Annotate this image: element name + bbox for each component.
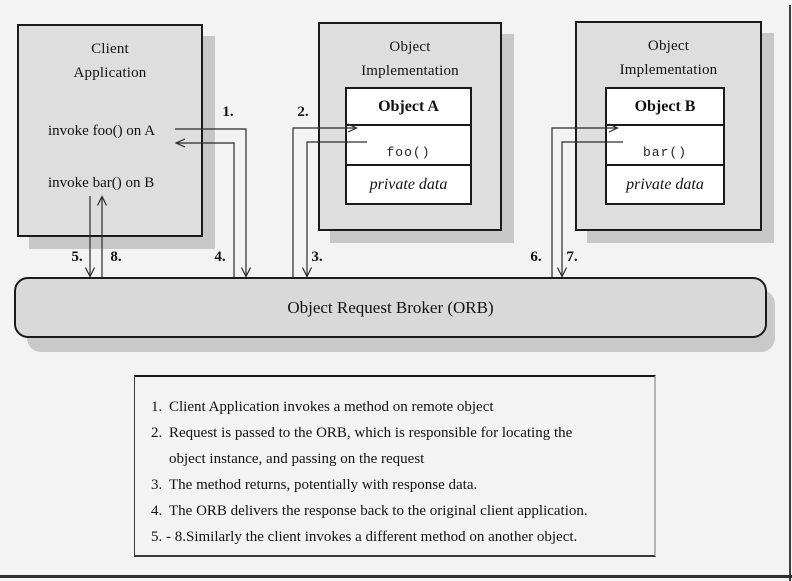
object-b-title-line2: Implementation (619, 62, 718, 78)
client-title-line2: Application (73, 65, 147, 81)
legend-row-number: 3. (151, 477, 163, 493)
step-label-8: 8. (110, 249, 122, 265)
legend-row: 1. Client Application invokes a method on… (151, 394, 644, 420)
legend-row-text: Similarly the client invokes a different… (186, 529, 578, 545)
client-application-box: Client Application (17, 24, 203, 237)
object-b-name: Object B (607, 89, 723, 126)
legend-row: 4. The ORB delivers the response back to … (151, 498, 644, 524)
object-a-title-line1: Object (389, 39, 431, 55)
legend-row-number: 1. (151, 399, 163, 415)
object-b-method-bar: bar() (607, 126, 723, 166)
orb-label: Object Request Broker (ORB) (287, 297, 494, 317)
legend-row: 3. The method returns, potentially with r… (151, 472, 644, 498)
step-label-2: 2. (297, 104, 309, 120)
object-b-inner-box: Object B bar() private data (605, 87, 725, 205)
invoke-bar-label: invoke bar() on B (48, 175, 155, 191)
step-label-7: 7. (566, 249, 578, 265)
legend-row-text: Request is passed to the ORB, which is r… (169, 425, 573, 441)
object-a-title-line2: Implementation (361, 63, 459, 79)
object-a-name: Object A (347, 89, 470, 126)
object-b-private-data: private data (626, 175, 704, 193)
legend-row-text: object instance, and passing on the requ… (169, 451, 425, 467)
orb-bar: Object Request Broker (ORB) (14, 277, 767, 338)
legend-row: 2. Request is passed to the ORB, which is… (151, 420, 644, 446)
legend-box: 1. Client Application invokes a method on… (134, 375, 656, 557)
legend-row: object instance, and passing on the requ… (151, 446, 644, 472)
object-a-method-foo: foo() (347, 126, 470, 166)
client-title-line1: Client (91, 41, 129, 57)
object-b-box-title: Object Implementation (577, 23, 760, 82)
step-label-6: 6. (530, 249, 542, 265)
object-a-inner-box: Object A foo() private data (345, 87, 472, 205)
legend-row-text: The method returns, potentially with res… (169, 477, 478, 493)
page-bottom-rule (0, 575, 792, 578)
client-box-title: Client Application (19, 26, 201, 85)
legend-row-number: 5. - 8. (151, 529, 186, 545)
object-a-private-data: private data (369, 175, 448, 193)
step-label-4: 4. (214, 249, 226, 265)
step-label-3: 3. (311, 249, 323, 265)
object-a-box-title: Object Implementation (320, 24, 500, 83)
legend-row-number: 4. (151, 503, 163, 519)
legend-row-text: Client Application invokes a method on r… (169, 399, 494, 415)
legend-row-text: The ORB delivers the response back to th… (169, 503, 588, 519)
legend-row-number: 2. (151, 425, 163, 441)
legend-row: 5. - 8.Similarly the client invokes a di… (151, 524, 644, 550)
page-right-rule (789, 5, 791, 581)
step-label-1: 1. (222, 104, 234, 120)
invoke-foo-label: invoke foo() on A (48, 123, 156, 139)
step-label-5: 5. (71, 249, 83, 265)
object-b-title-line1: Object (647, 38, 690, 54)
